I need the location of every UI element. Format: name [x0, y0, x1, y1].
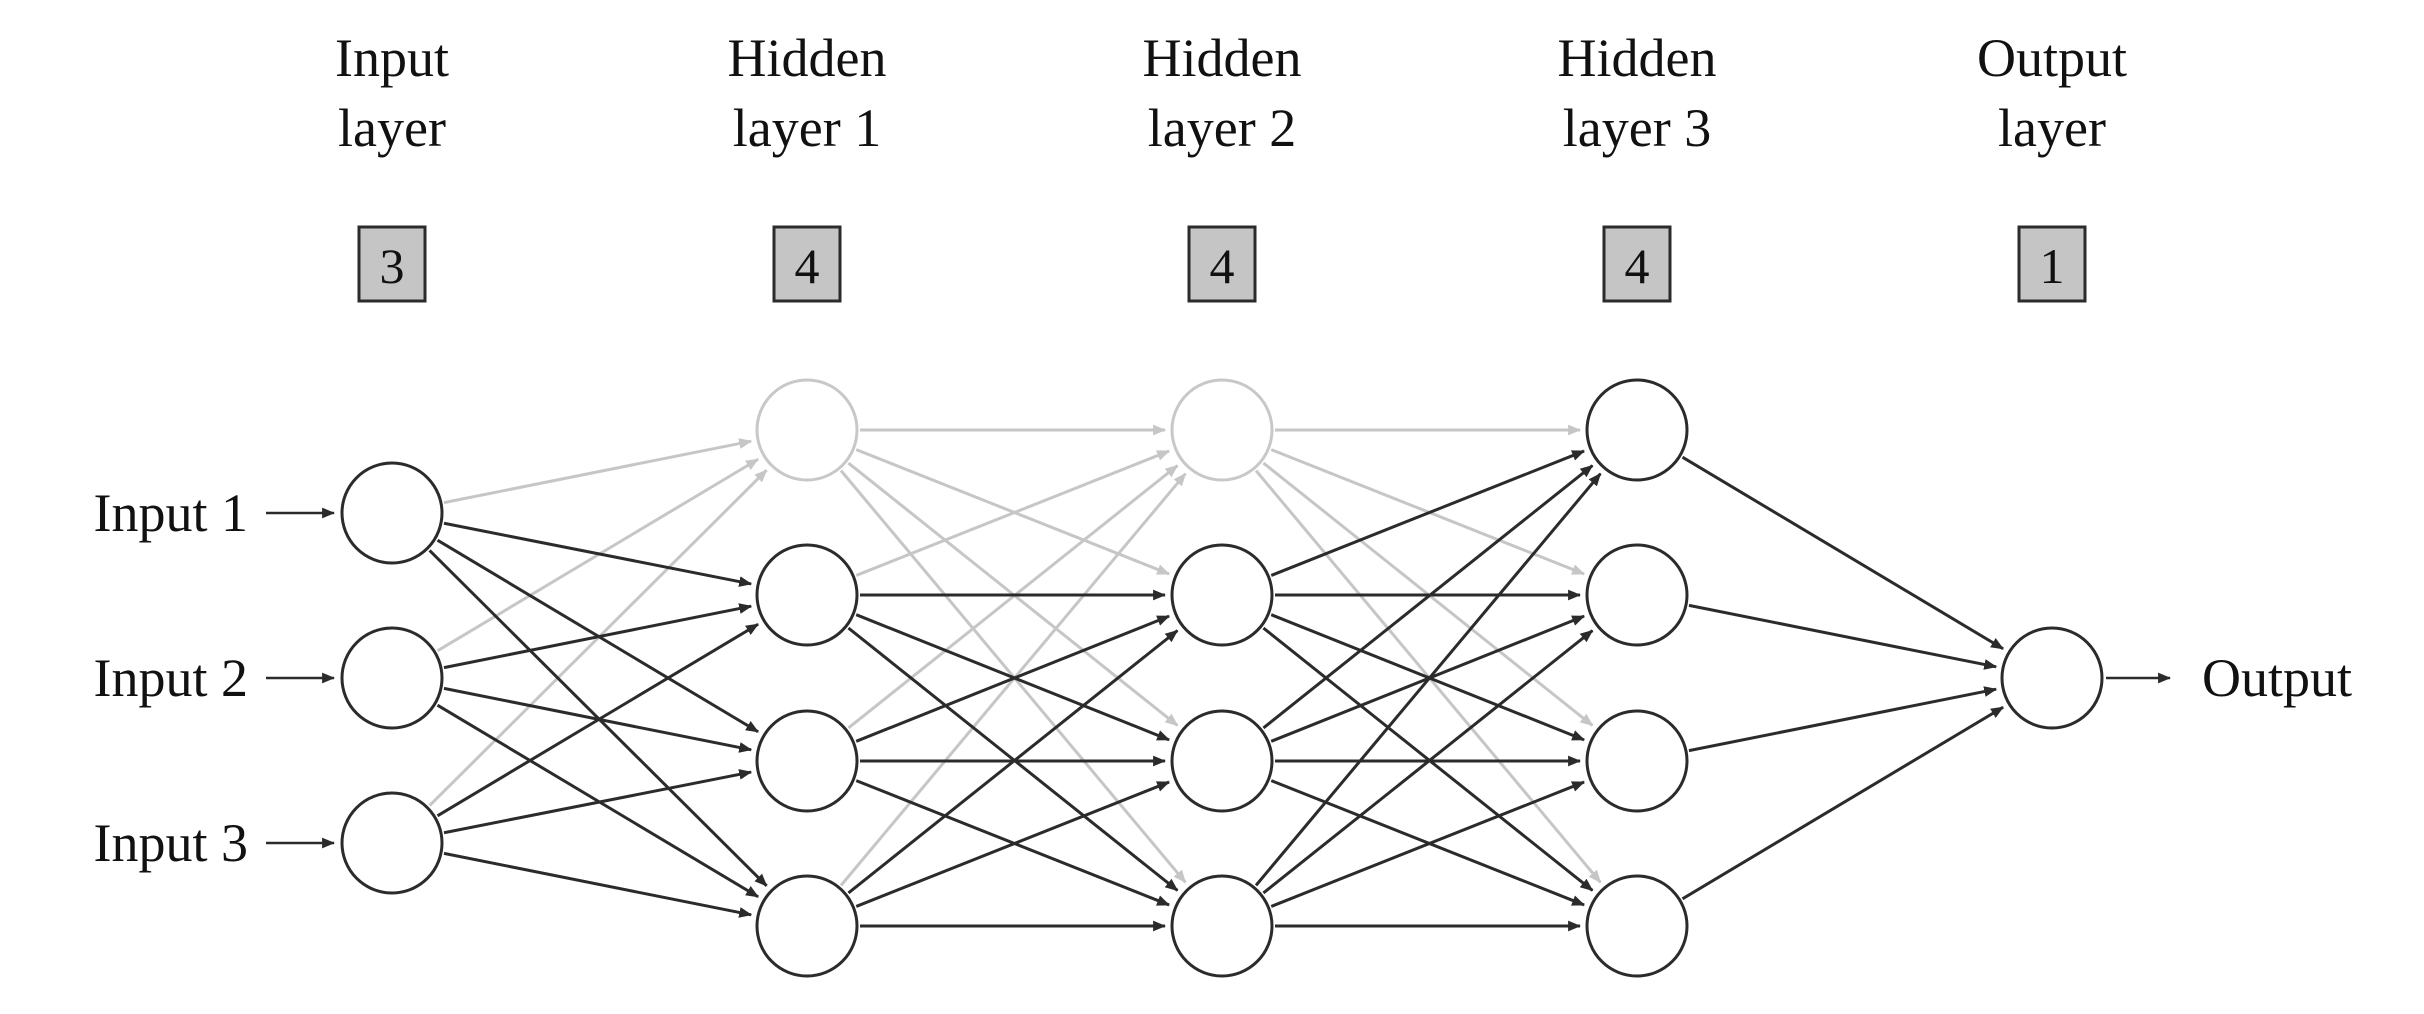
neuron-count-badge-input-layer — [357, 225, 427, 303]
edge-hidden-layer-3-n4-to-output-layer-n1 — [1681, 705, 2005, 901]
input-label-1: Input 1 — [94, 483, 249, 543]
layer-header-hidden-layer-3-line1: Hidden — [1558, 28, 1717, 88]
neuron-count-badge-hidden-layer-1 — [772, 225, 842, 303]
layer-header-output-layer-line2: layer — [1998, 98, 2106, 158]
neuron-hidden-layer-2-n1 — [1170, 378, 1274, 482]
edge-hidden-layer-2-n2-to-hidden-layer-3-n4 — [1262, 626, 1594, 892]
neuron-hidden-layer-2-n4 — [1170, 874, 1274, 978]
neuron-hidden-layer-3-n1 — [1585, 378, 1689, 482]
neuron-hidden-layer-1-n3 — [755, 709, 859, 813]
layer-header-hidden-layer-3-line2: layer 3 — [1563, 98, 1711, 158]
neuron-hidden-layer-1-n2 — [755, 543, 859, 647]
layer-header-input-layer-line1: Input — [335, 28, 449, 88]
neuron-input-layer-n3 — [340, 791, 444, 895]
edge-hidden-layer-2-n4-to-hidden-layer-3-n1 — [1254, 472, 1602, 887]
neuron-hidden-layer-1-n4 — [755, 874, 859, 978]
neuron-hidden-layer-3-n2 — [1585, 543, 1689, 647]
neuron-count-badge-output-layer — [2017, 225, 2087, 303]
neuron-count-badge-hidden-layer-2-value: 4 — [1210, 238, 1235, 294]
edge-hidden-layer-3-n2-to-output-layer-n1 — [1688, 603, 1998, 670]
edge-hidden-layer-3-n1-to-output-layer-n1 — [1681, 455, 2005, 651]
layer-header-hidden-layer-1-line2: layer 1 — [733, 98, 881, 158]
neuron-count-badge-input-layer-value: 3 — [380, 238, 405, 294]
neuron-count-badge-hidden-layer-2 — [1187, 225, 1257, 303]
neuron-hidden-layer-3-n3 — [1585, 709, 1689, 813]
edges-active-group — [428, 449, 2005, 932]
edge-hidden-layer-2-n3-to-hidden-layer-3-n1 — [1262, 464, 1594, 730]
neuron-count-badge-hidden-layer-3-value: 4 — [1625, 238, 1650, 294]
neuron-count-badge-hidden-layer-3 — [1602, 225, 1672, 303]
neuron-input-layer-n2 — [340, 626, 444, 730]
edge-input-layer-n1-to-hidden-layer-1-n2 — [443, 521, 753, 587]
edges-dropped-group — [428, 424, 1602, 887]
neuron-output-layer-n1 — [2000, 626, 2104, 730]
edge-input-layer-n3-to-hidden-layer-1-n2 — [436, 622, 760, 818]
edge-hidden-layer-2-n4-to-hidden-layer-3-n3 — [1270, 780, 1586, 908]
neuron-hidden-layer-2-n3 — [1170, 709, 1274, 813]
layer-header-output-layer-line1: Output — [1977, 28, 2127, 88]
edge-hidden-layer-1-n2-to-hidden-layer-2-n4 — [847, 626, 1179, 892]
edge-input-layer-n2-to-hidden-layer-1-n2 — [443, 603, 753, 670]
edge-input-layer-n1-to-hidden-layer-1-n1 — [443, 438, 753, 505]
edge-hidden-layer-1-n4-to-hidden-layer-2-n3 — [855, 780, 1171, 908]
edge-hidden-layer-1-n3-to-hidden-layer-2-n1 — [847, 464, 1179, 730]
edge-input-layer-n3-to-hidden-layer-1-n3 — [443, 769, 753, 835]
output-label: Output — [2202, 648, 2352, 708]
edge-hidden-layer-1-n3-to-hidden-layer-2-n2 — [855, 614, 1171, 743]
input-label-3: Input 3 — [94, 813, 249, 873]
layer-header-hidden-layer-1-line1: Hidden — [728, 28, 887, 88]
neuron-hidden-layer-3-n4 — [1585, 874, 1689, 978]
neuron-count-badge-hidden-layer-1-value: 4 — [795, 238, 820, 294]
edge-hidden-layer-3-n3-to-output-layer-n1 — [1688, 686, 1998, 753]
layer-header-hidden-layer-2-line2: layer 2 — [1148, 98, 1296, 158]
layer-header-input-layer-line2: layer — [338, 98, 446, 158]
edge-hidden-layer-1-n4-to-hidden-layer-2-n2 — [847, 629, 1179, 895]
neuron-hidden-layer-1-n1 — [755, 378, 859, 482]
edge-input-layer-n3-to-hidden-layer-1-n4 — [443, 851, 753, 918]
labels-group: Input layer 3 Hidden layer 1 4 Hidden layer 2 4 H… — [94, 28, 2353, 873]
edge-hidden-layer-2-n4-to-hidden-layer-3-n2 — [1262, 629, 1594, 895]
edge-hidden-layer-1-n2-to-hidden-layer-2-n1 — [855, 449, 1171, 577]
edge-hidden-layer-2-n2-to-hidden-layer-3-n1 — [1270, 449, 1586, 577]
neuron-count-badge-output-layer-value: 1 — [2040, 238, 2065, 294]
input-label-2: Input 2 — [94, 648, 249, 708]
neuron-input-layer-n1 — [340, 461, 444, 565]
nodes-group — [340, 378, 2104, 978]
neuron-hidden-layer-2-n2 — [1170, 543, 1274, 647]
layer-header-hidden-layer-2-line1: Hidden — [1143, 28, 1302, 88]
